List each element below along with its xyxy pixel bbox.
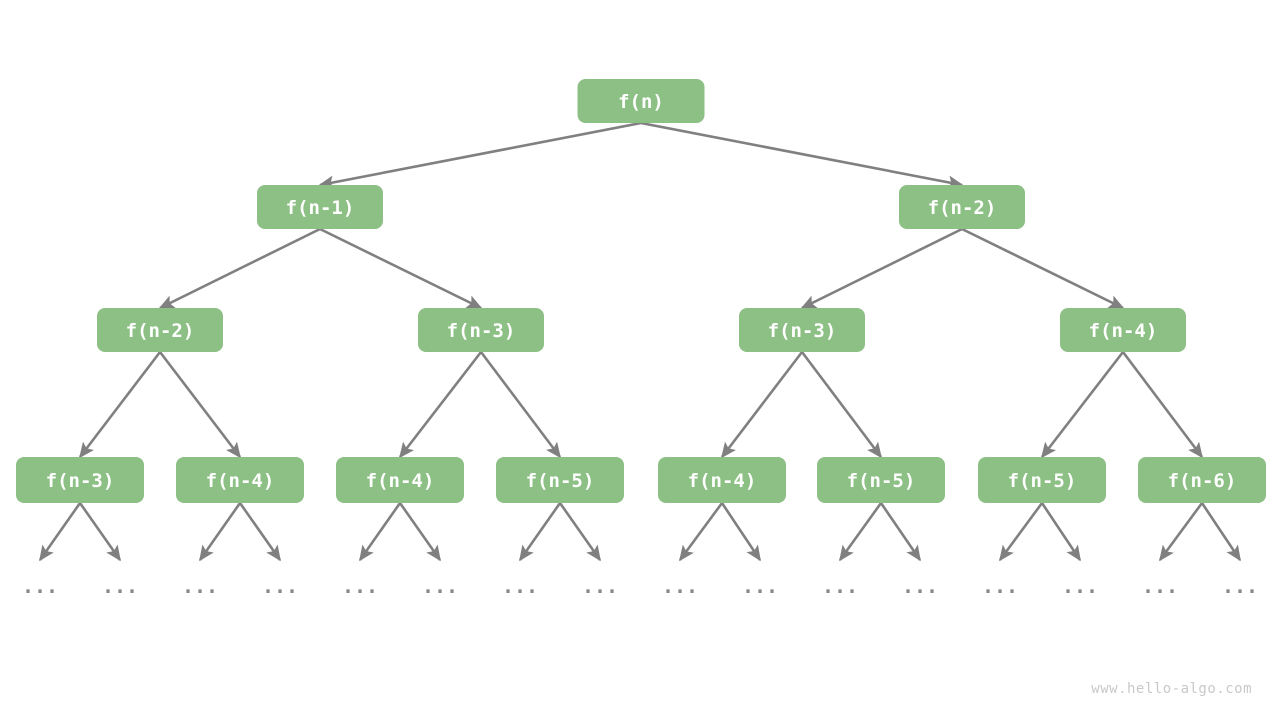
tree-node[interactable]: f(n-5): [978, 457, 1106, 503]
tree-node-label: f(n-3): [447, 320, 516, 342]
tree-node-label: f(n-4): [1089, 320, 1158, 342]
tree-node-label: f(n-5): [1008, 470, 1077, 492]
ellipsis-marker: ...: [502, 574, 538, 598]
tree-edge: [398, 351, 483, 459]
tree-leaf-edge: [198, 502, 242, 562]
tree-node[interactable]: f(n-4): [1060, 308, 1186, 352]
ellipsis-marker: ...: [582, 574, 618, 598]
tree-node-label: f(n-3): [768, 320, 837, 342]
tree-leaf-edge: [998, 502, 1044, 562]
tree-node-box: [899, 185, 1025, 229]
tree-edge: [640, 121, 964, 190]
tree-node[interactable]: f(n-6): [1138, 457, 1266, 503]
tree-leaf-edge: [879, 502, 922, 562]
tree-node-box: [16, 457, 144, 503]
tree-edge: [479, 351, 562, 459]
tree-node-box: [739, 308, 865, 352]
nodes-layer: f(n) f(n-1) f(n-2) f(n-2) f(n-3) f(n-3) f(n-4)…: [16, 79, 1266, 503]
tree-edge: [158, 227, 321, 310]
tree-leaf-edge: [238, 502, 282, 562]
ellipsis-marker: ...: [742, 574, 778, 598]
tree-node[interactable]: f(n-2): [899, 185, 1025, 229]
tree-node-box: [1060, 308, 1186, 352]
tree-leaf-edge: [518, 502, 562, 562]
tree-node-label: f(n-2): [126, 320, 195, 342]
tree-edge: [800, 227, 963, 310]
tree-edge: [720, 351, 804, 459]
edges-layer: [38, 121, 1242, 562]
tree-leaf-edge: [1040, 502, 1082, 562]
tree-node-label: f(n-5): [526, 470, 595, 492]
tree-node-box: [978, 457, 1106, 503]
ellipses-layer: ........................................…: [22, 574, 1258, 598]
tree-node-box: [496, 457, 624, 503]
ellipsis-marker: ...: [1142, 574, 1178, 598]
tree-leaf-edge: [558, 502, 602, 562]
ellipsis-marker: ...: [822, 574, 858, 598]
tree-leaf-edge: [1158, 502, 1204, 562]
tree-node-label: f(n-2): [928, 197, 997, 219]
tree-leaf-edge: [720, 502, 762, 562]
tree-edge: [78, 351, 162, 459]
tree-node[interactable]: f(n-4): [176, 457, 304, 503]
tree-edge: [158, 351, 242, 459]
ellipsis-marker: ...: [902, 574, 938, 598]
tree-edge: [961, 227, 1125, 310]
tree-node[interactable]: f(n-3): [16, 457, 144, 503]
tree-node[interactable]: f(n-2): [97, 308, 223, 352]
tree-leaf-edge: [838, 502, 883, 562]
tree-node[interactable]: f(n): [577, 79, 705, 123]
tree-node[interactable]: f(n-3): [739, 308, 865, 352]
tree-leaf-edge: [1200, 502, 1242, 562]
tree-node[interactable]: f(n-3): [418, 308, 544, 352]
tree-node-label: f(n-4): [206, 470, 275, 492]
tree-node[interactable]: f(n-1): [257, 185, 383, 229]
tree-leaf-edge: [358, 502, 402, 562]
tree-node-label: f(n): [618, 91, 664, 113]
tree-edge: [318, 121, 642, 190]
tree-node-box: [97, 308, 223, 352]
ellipsis-marker: ...: [342, 574, 378, 598]
watermark: www.hello-algo.com: [1091, 681, 1252, 697]
tree-node[interactable]: f(n-5): [817, 457, 945, 503]
tree-leaf-edge: [38, 502, 82, 562]
tree-node-box: [257, 185, 383, 229]
tree-edge: [1040, 351, 1125, 459]
tree-node-box: [817, 457, 945, 503]
tree-leaf-edge: [78, 502, 122, 562]
tree-node-box: [336, 457, 464, 503]
tree-leaf-edge: [678, 502, 724, 562]
tree-node[interactable]: f(n-5): [496, 457, 624, 503]
ellipsis-marker: ...: [102, 574, 138, 598]
ellipsis-marker: ...: [262, 574, 298, 598]
tree-node-box: [418, 308, 544, 352]
tree-node-box: [176, 457, 304, 503]
tree-node-box: [658, 457, 786, 503]
tree-node-label: f(n-3): [46, 470, 115, 492]
tree-node-label: f(n-5): [847, 470, 916, 492]
tree-leaf-edge: [398, 502, 442, 562]
ellipsis-marker: ...: [1062, 574, 1098, 598]
tree-node-label: f(n-6): [1168, 470, 1237, 492]
ellipsis-marker: ...: [1222, 574, 1258, 598]
tree-edge: [319, 227, 483, 310]
tree-node-box: [577, 79, 705, 123]
ellipsis-marker: ...: [422, 574, 458, 598]
tree-edge: [1121, 351, 1204, 459]
ellipsis-marker: ...: [982, 574, 1018, 598]
tree-node-label: f(n-4): [688, 470, 757, 492]
ellipsis-marker: ...: [662, 574, 698, 598]
tree-node-label: f(n-1): [286, 197, 355, 219]
tree-node-box: [1138, 457, 1266, 503]
tree-node-label: f(n-4): [366, 470, 435, 492]
ellipsis-marker: ...: [182, 574, 218, 598]
ellipsis-marker: ...: [22, 574, 58, 598]
tree-edge: [800, 351, 883, 459]
tree-node[interactable]: f(n-4): [658, 457, 786, 503]
tree-node[interactable]: f(n-4): [336, 457, 464, 503]
